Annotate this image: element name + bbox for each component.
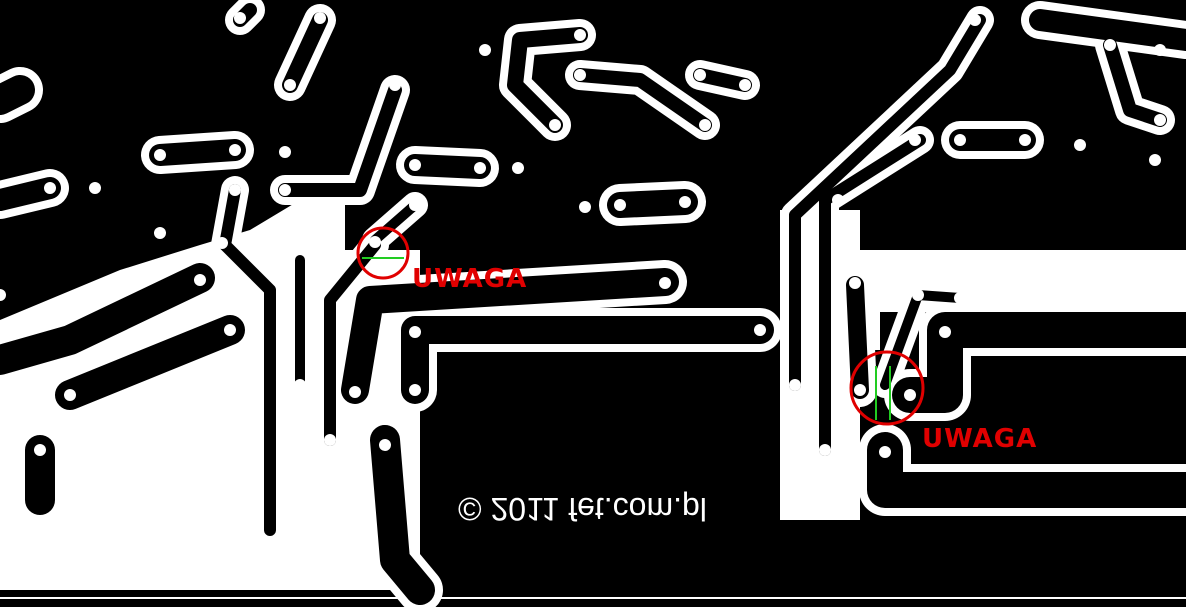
pad-hole: [34, 444, 46, 456]
pad-hole: [854, 384, 866, 396]
pad-hole: [659, 277, 671, 289]
pad-hole: [1104, 39, 1116, 51]
warning-circle-2: [849, 350, 925, 426]
pad-hole: [279, 146, 291, 158]
copper-trace: [282, 12, 328, 93]
pad-hole: [64, 389, 76, 401]
copper-trace: [404, 154, 491, 179]
copyright-text: © 2011 fet.com.pl: [458, 491, 707, 527]
pad-hole: [739, 79, 751, 91]
pad-hole: [369, 236, 381, 248]
pad-hole: [789, 379, 801, 391]
pad-hole: [954, 292, 966, 304]
pad-hole: [969, 14, 981, 26]
copper-trace: [507, 27, 588, 133]
copper-trace: [846, 276, 869, 399]
pad-hole: [229, 184, 241, 196]
pad-hole: [579, 201, 591, 213]
pad-hole: [216, 237, 228, 249]
pad-hole: [194, 274, 206, 286]
pad-hole: [574, 69, 586, 81]
copper-trace: [341, 268, 679, 404]
pad-hole: [89, 182, 101, 194]
pad-hole: [349, 386, 361, 398]
pad-hole: [912, 289, 924, 301]
copper-trace: [789, 14, 986, 391]
pad-hole: [284, 79, 296, 91]
pad-hole: [754, 324, 766, 336]
pad-hole: [1074, 139, 1086, 151]
pad-hole: [379, 439, 391, 451]
pad-hole: [409, 199, 421, 211]
pad-hole: [44, 182, 56, 194]
copper-trace: [55, 315, 245, 410]
pad-hole: [909, 134, 921, 146]
pad-hole: [679, 196, 691, 208]
pad-hole: [0, 289, 6, 301]
pad-hole: [409, 326, 421, 338]
pad-hole: [154, 149, 166, 161]
pad-hole: [154, 227, 166, 239]
pad-hole: [1154, 44, 1166, 56]
pad-hole: [4, 389, 16, 401]
copper-trace: [1029, 9, 1186, 51]
copper-trace: [819, 134, 926, 456]
copper-trace: [892, 312, 1186, 413]
pad-hole: [294, 379, 306, 391]
pad-hole: [1149, 154, 1161, 166]
pad-hole: [819, 444, 831, 456]
pad-hole: [879, 446, 891, 458]
pad-hole: [324, 434, 336, 446]
copper-trace: [693, 68, 752, 92]
pad-hole: [549, 119, 561, 131]
warning-label-2: UWAGA: [922, 424, 1038, 454]
copper-trace: [0, 177, 61, 211]
pad-hole: [224, 324, 236, 336]
pad-hole: [1019, 134, 1031, 146]
pad-hole: [229, 144, 241, 156]
warning-circle-1: [356, 226, 410, 280]
pad-hole: [694, 69, 706, 81]
warning-markers: [356, 226, 925, 426]
pad-hole: [699, 119, 711, 131]
pad-hole: [832, 194, 844, 206]
copper-trace: [1103, 38, 1167, 127]
pad-hole: [314, 12, 326, 24]
copper-trace: [370, 200, 420, 245]
copper-trace: [0, 75, 35, 115]
pads: [0, 12, 1166, 458]
pad-hole: [512, 162, 524, 174]
pad-hole: [614, 199, 626, 211]
pad-hole: [1154, 114, 1166, 126]
copper-trace: [607, 189, 698, 218]
pad-hole: [904, 389, 916, 401]
copper-trace: [0, 263, 215, 375]
pad-hole: [849, 277, 861, 289]
copper-trace: [370, 425, 435, 605]
pad-hole: [279, 184, 291, 196]
copper-trace: [573, 68, 712, 132]
pad-hole: [389, 79, 401, 91]
pad-hole: [939, 326, 951, 338]
pad-hole: [409, 159, 421, 171]
pad-hole: [954, 134, 966, 146]
pad-hole: [479, 44, 491, 56]
pad-hole: [574, 29, 586, 41]
pad-hole: [409, 384, 421, 396]
copper-trace: [278, 83, 402, 197]
copper-trace: [149, 139, 246, 166]
copper-trace: [219, 184, 276, 536]
pad-hole: [234, 12, 246, 24]
warning-label-1: UWAGA: [412, 264, 528, 294]
copper-trace: [867, 432, 1186, 508]
pad-hole: [474, 162, 486, 174]
